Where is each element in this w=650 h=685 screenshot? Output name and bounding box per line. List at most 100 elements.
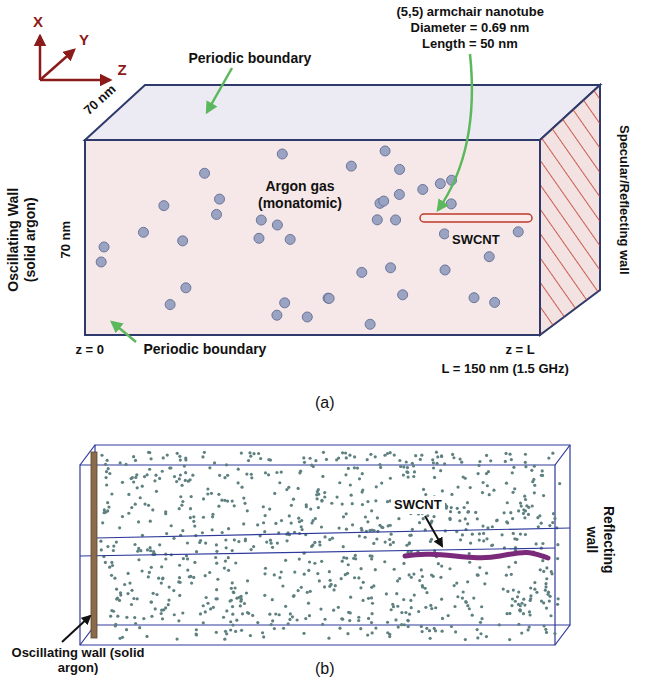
argon-atom bbox=[544, 628, 547, 631]
argon-atom bbox=[267, 458, 270, 461]
argon-atom bbox=[221, 531, 224, 534]
argon-atom bbox=[342, 545, 345, 548]
argon-atom bbox=[357, 267, 367, 277]
argon-atom bbox=[249, 455, 252, 458]
argon-atom bbox=[161, 577, 164, 580]
argon-atom bbox=[189, 516, 192, 519]
argon-atom bbox=[301, 528, 304, 531]
argon-atom bbox=[217, 505, 220, 508]
argon-atom bbox=[379, 196, 389, 206]
argon-atom bbox=[115, 588, 118, 591]
argon-atom bbox=[250, 548, 253, 551]
argon-atom bbox=[407, 625, 410, 628]
argon-atom bbox=[380, 146, 390, 156]
argon-atom bbox=[535, 591, 538, 594]
reflecting-wall bbox=[540, 85, 600, 335]
argon-atom bbox=[215, 562, 218, 565]
argon-atom bbox=[180, 504, 183, 507]
argon-atom bbox=[398, 459, 401, 462]
argon-atom bbox=[273, 573, 276, 576]
argon-atom bbox=[330, 502, 333, 505]
argon-atom bbox=[542, 494, 545, 497]
argon-atom bbox=[440, 265, 450, 275]
argon-atom bbox=[149, 600, 152, 603]
argon-atom bbox=[370, 621, 373, 624]
argon-atom bbox=[180, 484, 183, 487]
argon-atom bbox=[329, 579, 332, 582]
argon-atom bbox=[524, 453, 527, 456]
argon-atom bbox=[364, 515, 367, 518]
argon-atom bbox=[440, 564, 443, 567]
argon-atom bbox=[233, 538, 236, 541]
argon-atom bbox=[227, 569, 230, 572]
argon-atom bbox=[101, 521, 104, 524]
argon-atom bbox=[334, 584, 337, 587]
argon-atom bbox=[546, 593, 549, 596]
argon-atom bbox=[244, 537, 247, 540]
argon-atom bbox=[323, 495, 326, 498]
argon-atom bbox=[430, 607, 433, 610]
argon-atom bbox=[175, 637, 178, 640]
argon-atom bbox=[192, 520, 195, 523]
argon-atom bbox=[524, 533, 527, 536]
argon-atom bbox=[161, 617, 164, 620]
argon-atom bbox=[184, 479, 187, 482]
argon-atom bbox=[99, 540, 102, 543]
argon-atom bbox=[504, 452, 507, 455]
argon-atom bbox=[550, 570, 553, 573]
argon-atom bbox=[342, 556, 345, 559]
argon-atom bbox=[439, 576, 442, 579]
argon-atom bbox=[459, 538, 462, 541]
argon-atom bbox=[352, 557, 355, 560]
argon-atom bbox=[289, 612, 292, 615]
argon-atom bbox=[435, 179, 445, 189]
argon-atom bbox=[361, 472, 364, 475]
argon-atom bbox=[471, 614, 474, 617]
argon-atom bbox=[418, 521, 421, 524]
argon-atom bbox=[460, 461, 463, 464]
axis-label: Z bbox=[118, 61, 127, 79]
argon-atom bbox=[147, 451, 150, 454]
argon-atom bbox=[160, 581, 163, 584]
argon-atom bbox=[466, 604, 469, 607]
argon-atom bbox=[445, 505, 448, 508]
argon-atom bbox=[292, 595, 295, 598]
argon-atom bbox=[481, 525, 484, 528]
argon-atom bbox=[361, 599, 364, 602]
argon-atom bbox=[441, 630, 444, 633]
argon-atom bbox=[231, 581, 234, 584]
argon-atom bbox=[130, 506, 133, 509]
argon-atom bbox=[146, 473, 149, 476]
argon-atom bbox=[212, 209, 222, 219]
argon-atom bbox=[449, 518, 452, 521]
argon-atom bbox=[318, 543, 321, 546]
argon-atom bbox=[346, 161, 356, 171]
argon-atom bbox=[178, 564, 181, 567]
front-face bbox=[85, 140, 540, 335]
argon-atom bbox=[168, 466, 171, 469]
argon-atom bbox=[360, 527, 363, 530]
argon-atom bbox=[544, 589, 547, 592]
argon-atom bbox=[246, 611, 249, 614]
argon-atom bbox=[527, 506, 530, 509]
argon-atom bbox=[367, 597, 370, 600]
argon-atom bbox=[348, 619, 351, 622]
argon-atom bbox=[468, 561, 471, 564]
argon-atom bbox=[202, 516, 205, 519]
argon-atom bbox=[356, 466, 359, 469]
argon-atom bbox=[205, 596, 208, 599]
argon-atom bbox=[547, 456, 550, 459]
argon-atom bbox=[186, 568, 189, 571]
argon-atom bbox=[313, 541, 316, 544]
argon-atom bbox=[510, 573, 513, 576]
argon-atom bbox=[485, 572, 488, 575]
argon-atom bbox=[450, 506, 453, 509]
argon-atom bbox=[157, 577, 160, 580]
argon-atom bbox=[522, 598, 525, 601]
argon-atom bbox=[557, 597, 560, 600]
argon-atom bbox=[223, 499, 226, 502]
argon-atom bbox=[147, 504, 150, 507]
argon-atom bbox=[513, 227, 523, 237]
argon-atom bbox=[468, 552, 471, 555]
argon-atom bbox=[344, 451, 347, 454]
